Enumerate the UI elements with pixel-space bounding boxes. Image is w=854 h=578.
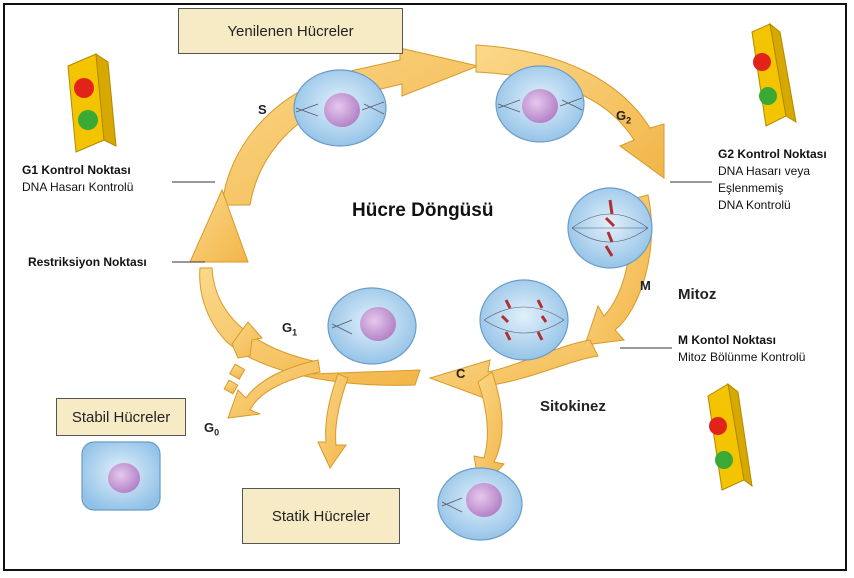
m-checkpoint-label: M Kontol Noktası Mitoz Bölünme Kontrolü — [678, 332, 805, 366]
g2-checkpoint-title: G2 Kontrol Noktası — [718, 146, 827, 163]
cell-metaphase — [568, 188, 652, 268]
phase-c-label: C — [456, 366, 465, 381]
cell-stable — [82, 442, 160, 510]
stable-cells-box: Stabil Hücreler — [56, 398, 186, 436]
cytokinesis-label: Sitokinez — [540, 398, 606, 415]
renewed-cells-box: Yenilenen Hücreler — [178, 8, 403, 54]
phase-s-label: S — [258, 102, 267, 117]
phase-g1-sub: 1 — [292, 328, 297, 338]
phase-g0-sub: 0 — [214, 428, 219, 438]
m-checkpoint-desc: Mitoz Bölünme Kontrolü — [678, 349, 805, 366]
cell-anaphase — [480, 280, 568, 360]
cell-g1-phase — [328, 288, 416, 364]
phase-g2-letter: G — [616, 108, 626, 123]
traffic-light-g2 — [752, 24, 796, 126]
cell-s-phase — [294, 70, 386, 146]
diagram-title: Hücre Döngüsü — [352, 200, 493, 222]
g2-checkpoint-label: G2 Kontrol Noktası DNA Hasarı veya Eşlen… — [718, 146, 827, 214]
g2-checkpoint-desc-1: DNA Hasarı veya — [718, 163, 827, 180]
g1-checkpoint-desc: DNA Hasarı Kontrolü — [22, 179, 133, 196]
phase-g1-label: G1 — [282, 320, 297, 338]
traffic-light-g1 — [68, 54, 116, 152]
phase-g0-label: G0 — [204, 420, 219, 438]
static-cells-box: Statik Hücreler — [242, 488, 400, 544]
restriction-point-title: Restriksiyon Noktası — [28, 254, 147, 271]
m-checkpoint-title: M Kontol Noktası — [678, 332, 805, 349]
phase-g2-label: G2 — [616, 108, 631, 126]
cell-g2-phase — [496, 66, 584, 142]
phase-g1-letter: G — [282, 320, 292, 335]
static-branch-arrow — [318, 374, 348, 468]
mitosis-label: Mitoz — [678, 286, 716, 303]
g2-checkpoint-desc-2: Eşlenmemiş — [718, 180, 827, 197]
cell-daughter — [438, 468, 522, 540]
phase-g2-sub: 2 — [626, 116, 631, 126]
restriction-point-label: Restriksiyon Noktası — [28, 254, 147, 271]
phase-g0-letter: G — [204, 420, 214, 435]
g1-checkpoint-label: G1 Kontrol Noktası DNA Hasarı Kontrolü — [22, 162, 133, 196]
g1-checkpoint-title: G1 Kontrol Noktası — [22, 162, 133, 179]
g2-checkpoint-desc-3: DNA Kontrolü — [718, 197, 827, 214]
traffic-light-m — [708, 384, 752, 490]
phase-m-label: M — [640, 278, 651, 293]
